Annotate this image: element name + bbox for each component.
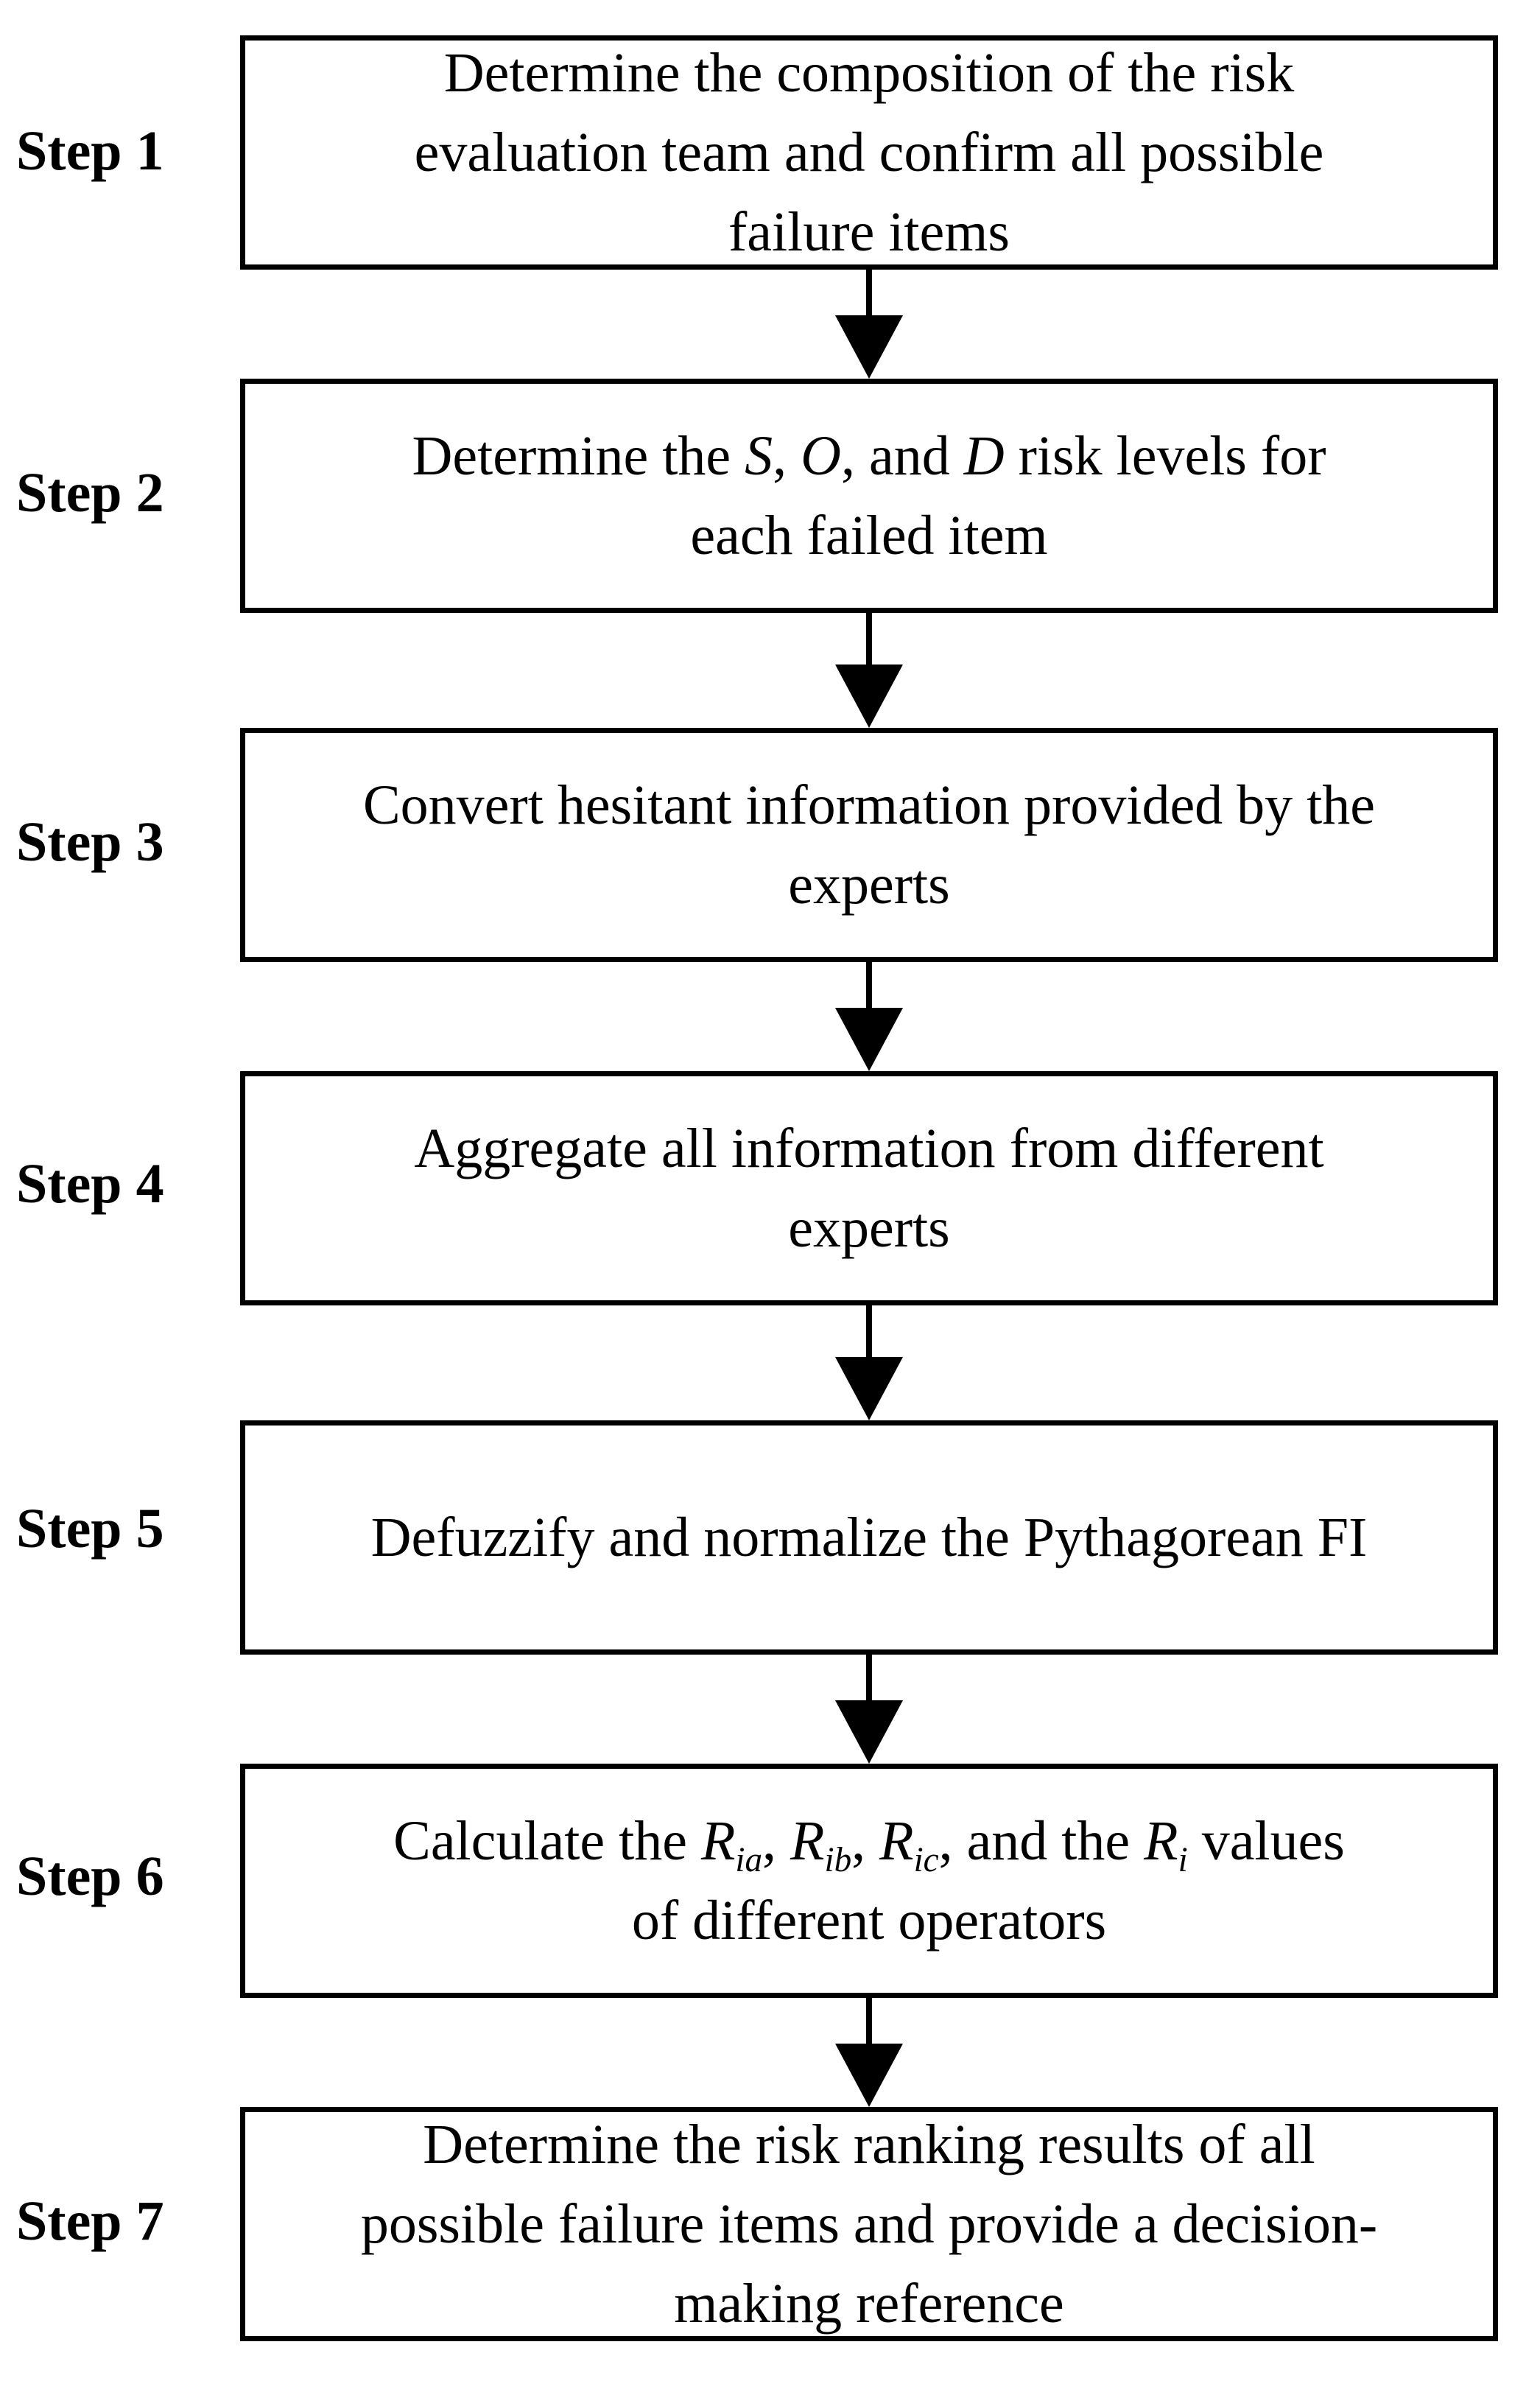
r-ib-symbol: Rib: [790, 1810, 852, 1880]
step-3-text-line-2: experts: [788, 854, 950, 916]
arrow-step-2-to-3: [832, 613, 906, 728]
step-3-text-line-1: Convert hesitant information provided by…: [362, 774, 1376, 836]
step-4-text: Aggregate all information from different…: [414, 1109, 1323, 1268]
step-7-text-line-2: possible failure items and provide a dec…: [360, 2193, 1378, 2255]
s-symbol: S: [745, 425, 773, 487]
step-2-box: Determine the S, O, and D risk levels fo…: [240, 379, 1498, 613]
step-1-text-line-3: failure items: [728, 201, 1010, 263]
step-1-text-line-2: evaluation team and confirm all possible: [414, 122, 1324, 183]
step-1-label: Step 1: [16, 120, 164, 182]
step-2-text-line-2: each failed item: [690, 505, 1048, 567]
o-symbol: O: [801, 425, 841, 487]
step-4-box: Aggregate all information from different…: [240, 1071, 1498, 1305]
step-2-text: Determine the S, O, and D risk levels fo…: [412, 425, 1326, 567]
r-i-symbol: Ri: [1144, 1810, 1188, 1880]
arrow-step-4-to-5: [832, 1305, 906, 1420]
step-7-text-line-1: Determine the risk ranking results of al…: [423, 2114, 1315, 2175]
step-3-box: Convert hesitant information provided by…: [240, 728, 1498, 962]
d-symbol: D: [963, 425, 1005, 487]
step-5-text: Defuzzify and normalize the Pythagorean …: [371, 1498, 1368, 1577]
step-6-text: Calculate the Ria, Rib, Ric, and the Ri …: [393, 1810, 1345, 1952]
step-7-text-line-3: making reference: [674, 2273, 1064, 2335]
step-4-label: Step 4: [16, 1153, 164, 1215]
step-1-text: Determine the composition of the risk ev…: [414, 41, 1324, 264]
step-2-label: Step 2: [16, 462, 164, 524]
step-7-box: Determine the risk ranking results of al…: [240, 2107, 1498, 2341]
step-5-box: Defuzzify and normalize the Pythagorean …: [240, 1420, 1498, 1655]
step-6-label: Step 6: [16, 1845, 164, 1907]
step-1-box: Determine the composition of the risk ev…: [240, 35, 1498, 270]
step-5-label: Step 5: [16, 1498, 164, 1560]
arrow-step-6-to-7: [832, 1998, 906, 2107]
step-7-text: Determine the risk ranking results of al…: [360, 2112, 1378, 2336]
arrow-step-5-to-6: [832, 1655, 906, 1764]
step-3-label: Step 3: [16, 811, 164, 873]
step-7-label: Step 7: [16, 2190, 164, 2252]
step-3-text: Convert hesitant information provided by…: [363, 765, 1375, 925]
r-ia-symbol: Ria: [700, 1810, 763, 1880]
arrow-step-3-to-4: [832, 962, 906, 1071]
step-4-text-line-2: experts: [788, 1197, 950, 1259]
r-ic-symbol: Ric: [879, 1810, 939, 1880]
step-5-text-line-1: Defuzzify and normalize the Pythagorean …: [370, 1507, 1368, 1568]
step-6-text-line-2: of different operators: [631, 1890, 1107, 1952]
step-4-text-line-1: Aggregate all information from different: [414, 1118, 1324, 1179]
step-6-box: Calculate the Ria, Rib, Ric, and the Ri …: [240, 1764, 1498, 1998]
step-1-text-line-1: Determine the composition of the risk: [443, 42, 1295, 104]
arrow-step-1-to-2: [832, 270, 906, 379]
